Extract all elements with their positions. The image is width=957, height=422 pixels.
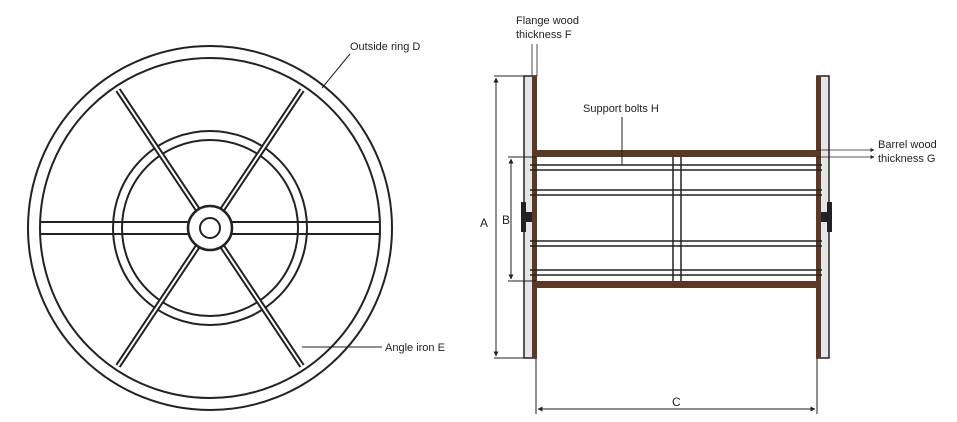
left-flange-wood: [532, 76, 537, 358]
flange-thickness-callout: [531, 44, 538, 76]
barrel-wood-bottom: [536, 281, 817, 288]
outside-ring-inner-edge: [39, 57, 381, 399]
barrel-label-line2: thickness G: [878, 153, 935, 165]
flange-label-line1: Flange wood: [516, 15, 579, 27]
dimension-c-label: C: [672, 395, 681, 409]
outside-ring-callout: Outside ring D: [321, 41, 420, 89]
dimension-a: [493, 75, 524, 359]
right-axle-hub: [821, 202, 832, 232]
support-bolts-callout: Support bolts H: [583, 103, 659, 165]
side-view-drum: [521, 75, 832, 359]
barrel-thickness-callout: [817, 148, 875, 159]
flange-label-line2: thickness F: [516, 29, 572, 41]
hub-inner: [199, 217, 221, 239]
angle-iron-callout: Angle iron E: [302, 342, 445, 354]
barrel-label-line1: Barrel wood: [878, 139, 937, 151]
center-strut: [672, 157, 682, 281]
outside-ring-label: Outside ring D: [350, 41, 420, 53]
barrel-wood-top: [536, 150, 817, 157]
outside-ring-outer-edge: [27, 45, 393, 411]
dimension-a-label: A: [480, 216, 488, 230]
angle-iron-label: Angle iron E: [385, 342, 445, 354]
support-bolts: [530, 164, 822, 276]
right-flange-wood: [816, 76, 821, 358]
support-bolts-label: Support bolts H: [583, 103, 659, 115]
dimension-c: [535, 358, 818, 414]
inner-ring-inner-edge: [121, 139, 299, 317]
dimension-b: [508, 156, 536, 282]
front-view-drum-flange: [27, 45, 393, 411]
inner-ring-outer-edge: [112, 130, 308, 326]
dimension-b-label: B: [502, 213, 510, 227]
left-axle-hub: [521, 202, 532, 232]
